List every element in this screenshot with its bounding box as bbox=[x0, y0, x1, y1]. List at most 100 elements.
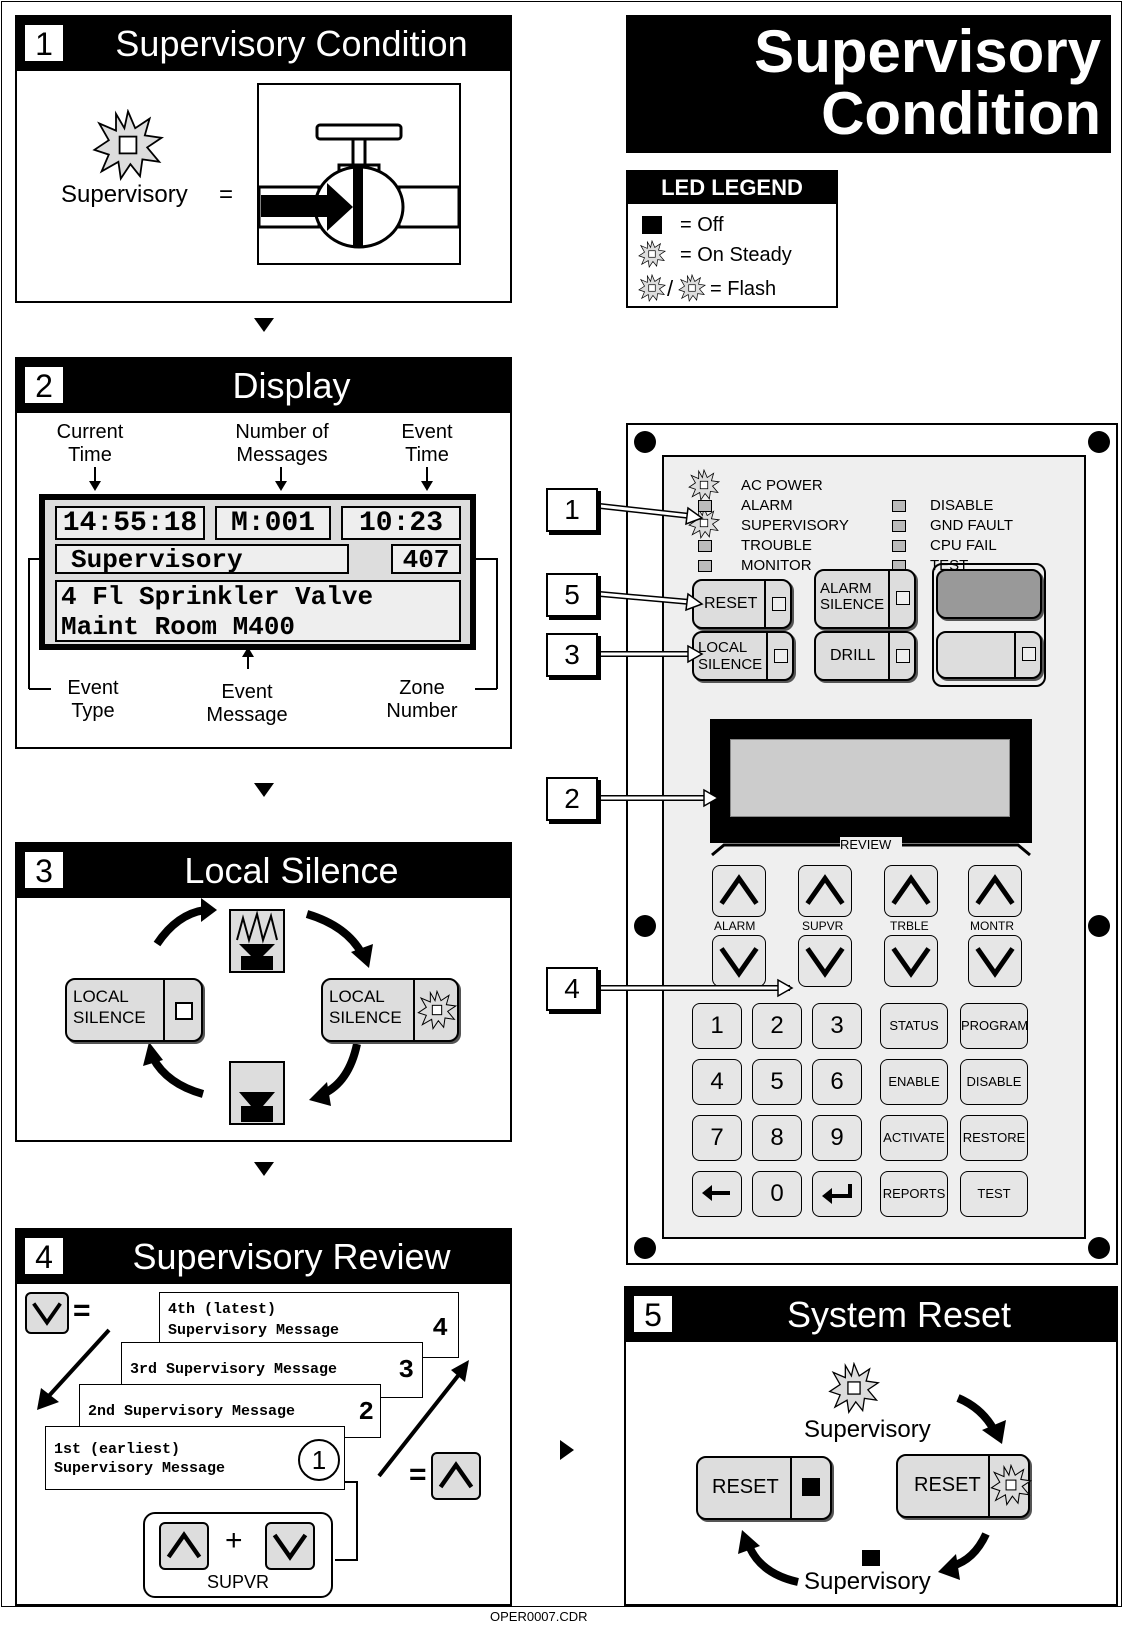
alarm-silence-divider bbox=[888, 571, 890, 627]
lcd-message-line1: 4 Fl Sprinkler Valve bbox=[61, 582, 374, 612]
screw-mid-left bbox=[634, 915, 656, 937]
trouble-led bbox=[698, 540, 712, 552]
reset-on-label: RESET bbox=[914, 1474, 981, 1496]
screw-top-right bbox=[1088, 431, 1110, 453]
step4-up-key[interactable] bbox=[431, 1452, 481, 1500]
step1-header: 1 Supervisory Condition bbox=[17, 17, 510, 71]
review-up-montr[interactable] bbox=[968, 865, 1022, 917]
supvr-up-key[interactable] bbox=[159, 1522, 209, 1570]
screw-mid-right bbox=[1088, 915, 1110, 937]
review-down-supvr[interactable] bbox=[798, 935, 852, 987]
chevron-down-icon bbox=[969, 936, 1021, 986]
key-reports[interactable]: REPORTS bbox=[880, 1171, 948, 1217]
arrow-down-2 bbox=[254, 783, 274, 797]
key-5[interactable]: 5 bbox=[752, 1059, 802, 1105]
step4-panel: 4 Supervisory Review = 4th (latest) Supe… bbox=[15, 1228, 512, 1606]
local-silence-on-label: LOCAL SILENCE bbox=[329, 986, 402, 1028]
chevron-down-icon bbox=[799, 936, 851, 986]
step4-equals-down: = bbox=[73, 1294, 91, 1327]
alarm-silence-led bbox=[896, 591, 910, 605]
review-up-trble[interactable] bbox=[884, 865, 938, 917]
key-2[interactable]: 2 bbox=[752, 1003, 802, 1049]
control-panel: AC POWER ALARM SUPERVISORY TROUBLE MONIT… bbox=[626, 423, 1118, 1265]
reset-divider bbox=[764, 581, 766, 627]
key-1[interactable]: 1 bbox=[692, 1003, 742, 1049]
key-test[interactable]: TEST bbox=[960, 1171, 1028, 1217]
key-3[interactable]: 3 bbox=[812, 1003, 862, 1049]
card4-number: 4 bbox=[432, 1313, 448, 1343]
review-down-montr[interactable] bbox=[968, 935, 1022, 987]
disable-led bbox=[892, 500, 906, 512]
chevron-up-icon bbox=[885, 866, 937, 916]
review-label-supvr: SUPVR bbox=[802, 919, 844, 933]
main-title: Supervisory Condition bbox=[626, 15, 1111, 153]
review-down-alarm[interactable] bbox=[712, 935, 766, 987]
drill-button[interactable]: DRILL bbox=[814, 631, 916, 681]
chevron-up-icon bbox=[433, 1454, 479, 1498]
alarm-silence-button[interactable]: ALARM SILENCE bbox=[814, 569, 916, 629]
key-enable[interactable]: ENABLE bbox=[880, 1059, 948, 1105]
local-silence-button-on[interactable]: LOCAL SILENCE bbox=[321, 978, 459, 1042]
key-7[interactable]: 7 bbox=[692, 1115, 742, 1161]
review-down-trble[interactable] bbox=[884, 935, 938, 987]
alarm-silence-line1: ALARM bbox=[820, 580, 872, 597]
message-card-1: 1st (earliest) Supervisory Message 1 bbox=[45, 1426, 345, 1490]
reset-button-off[interactable]: RESET bbox=[696, 1456, 832, 1520]
step1-panel: 1 Supervisory Condition Supervisory = bbox=[15, 15, 512, 303]
key-restore[interactable]: RESTORE bbox=[960, 1115, 1028, 1161]
local-silence-button[interactable]: LOCAL SILENCE bbox=[692, 631, 794, 681]
review-label-alarm: ALARM bbox=[714, 919, 756, 933]
led-label-alarm: ALARM bbox=[741, 497, 793, 514]
reset-off-divider bbox=[790, 1458, 792, 1518]
blank-button-top[interactable] bbox=[936, 569, 1042, 619]
step5-header: 5 System Reset bbox=[626, 1288, 1116, 1342]
step2-panel: 2 Display Current Time Number of Message… bbox=[15, 357, 512, 749]
supvr-down-key[interactable] bbox=[265, 1522, 315, 1570]
blank-button-bottom[interactable] bbox=[936, 631, 1042, 679]
local-silence-button-off[interactable]: LOCAL SILENCE bbox=[65, 978, 203, 1042]
label-current-time-1: Current bbox=[56, 421, 124, 443]
blank-led bbox=[1022, 647, 1036, 661]
reset-button-on[interactable]: RESET bbox=[896, 1454, 1030, 1518]
key-disable[interactable]: DISABLE bbox=[960, 1059, 1028, 1105]
label-event-time-2: Time bbox=[405, 444, 449, 466]
reset-button[interactable]: RESET bbox=[692, 579, 792, 629]
key-status[interactable]: STATUS bbox=[880, 1003, 948, 1049]
key-enter[interactable] bbox=[812, 1171, 862, 1217]
legend-off-square bbox=[642, 216, 662, 234]
callout-3: 3 bbox=[546, 633, 598, 677]
key-4[interactable]: 4 bbox=[692, 1059, 742, 1105]
key-program[interactable]: PROGRAM bbox=[960, 1003, 1028, 1049]
chevron-down-icon bbox=[885, 936, 937, 986]
step3-header: 3 Local Silence bbox=[17, 844, 510, 898]
key-0[interactable]: 0 bbox=[752, 1171, 802, 1217]
key-8[interactable]: 8 bbox=[752, 1115, 802, 1161]
label-event-time-1: Event bbox=[401, 421, 453, 443]
card4-line2: Supervisory Message bbox=[168, 1322, 340, 1339]
local-silence-panel-label: LOCAL SILENCE bbox=[698, 639, 762, 673]
step2-number: 2 bbox=[23, 365, 65, 405]
local-silence-panel-line1: LOCAL bbox=[698, 639, 748, 656]
drill-led bbox=[896, 649, 910, 663]
label-event-msg-2: Message bbox=[206, 704, 288, 726]
key-6[interactable]: 6 bbox=[812, 1059, 862, 1105]
led-label-supervisory: SUPERVISORY bbox=[741, 517, 849, 534]
review-up-supvr[interactable] bbox=[798, 865, 852, 917]
step1-label: Supervisory bbox=[61, 181, 188, 208]
key-9[interactable]: 9 bbox=[812, 1115, 862, 1161]
local-silence-panel-led bbox=[774, 649, 788, 663]
supvr-plus: + bbox=[225, 1524, 243, 1557]
led-label-disable: DISABLE bbox=[930, 497, 994, 514]
step5-arrows bbox=[738, 1394, 1006, 1586]
review-up-alarm[interactable] bbox=[712, 865, 766, 917]
step5-off-square bbox=[862, 1550, 880, 1566]
lcd-display: 14:55:18 M:001 10:23 Supervisory 407 4 F… bbox=[39, 494, 476, 650]
key-backspace[interactable] bbox=[692, 1171, 742, 1217]
key-activate[interactable]: ACTIVATE bbox=[880, 1115, 948, 1161]
step4-down-key[interactable] bbox=[25, 1292, 69, 1334]
alarm-led bbox=[698, 500, 712, 512]
local-silence-off-line1: LOCAL bbox=[73, 987, 129, 1006]
valve-icon bbox=[257, 83, 461, 265]
led-label-cpu-fail: CPU FAIL bbox=[930, 537, 997, 554]
